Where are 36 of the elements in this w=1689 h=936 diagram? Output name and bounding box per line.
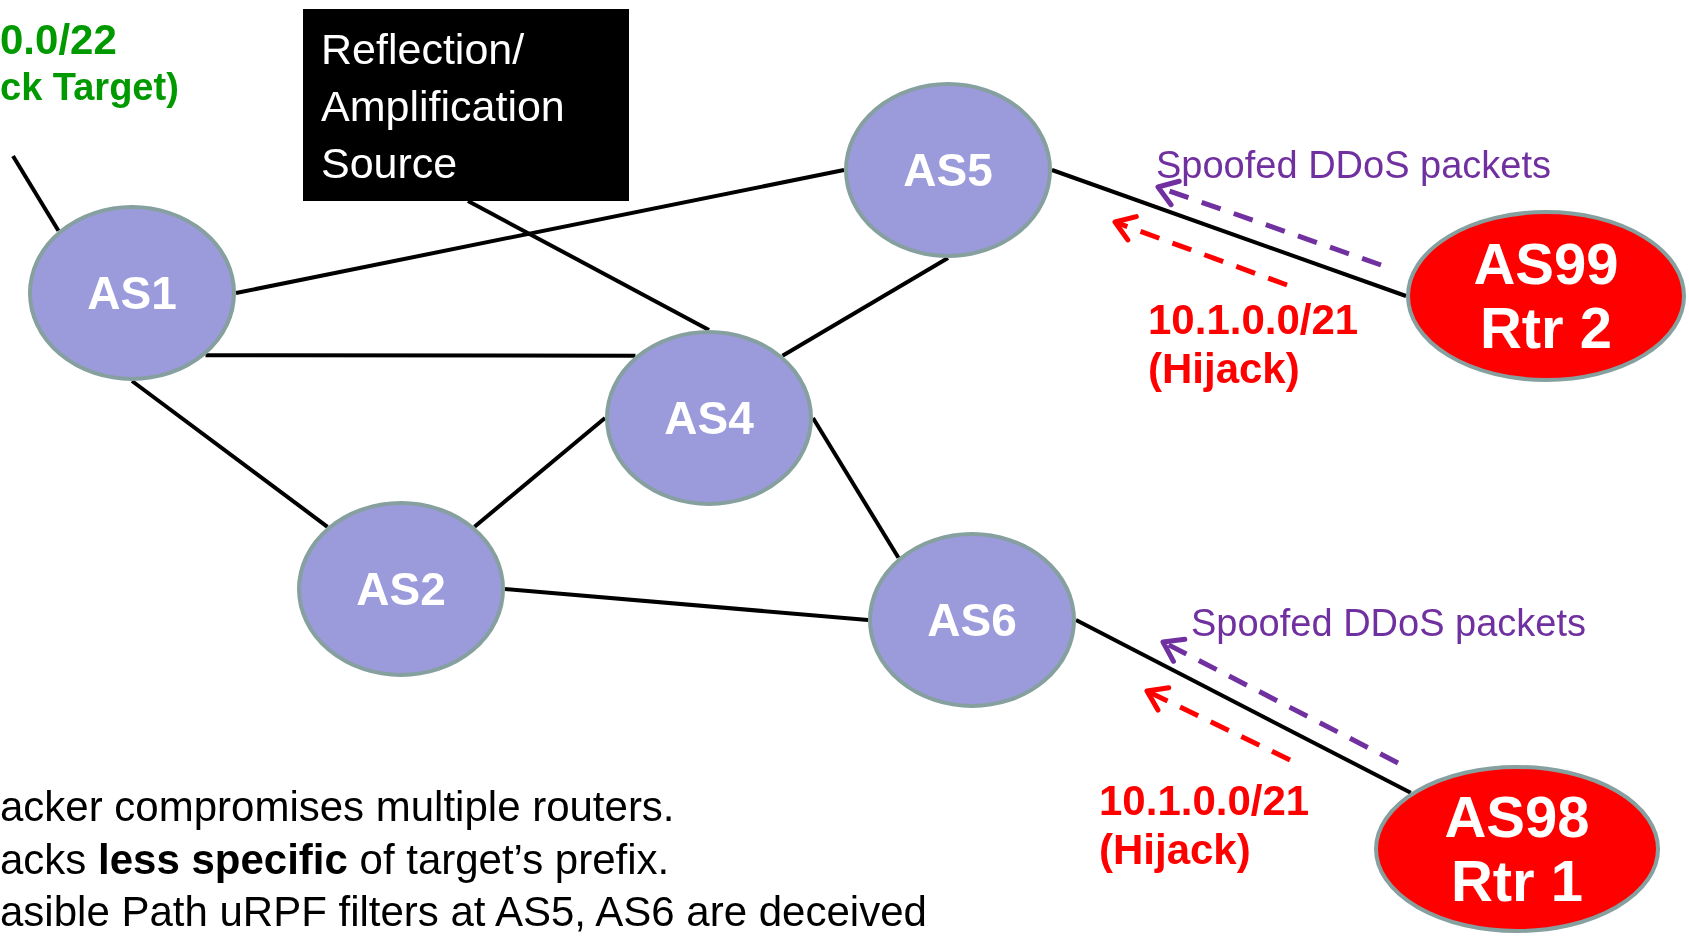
as-ellipse	[28, 205, 236, 381]
connector-line	[811, 416, 901, 559]
as-ellipse	[297, 501, 505, 677]
as-label: AS99 Rtr 2	[1472, 232, 1620, 360]
source-box	[303, 9, 629, 201]
note-text: acker compromises multiple routers.	[0, 782, 675, 831]
as-label: AS5	[903, 144, 993, 196]
as-label: AS4	[664, 392, 754, 444]
as-ellipse	[868, 532, 1076, 708]
as-label: AS6	[927, 594, 1017, 646]
connector-line	[467, 199, 710, 332]
connector-line	[1075, 618, 1412, 795]
packet-label: Spoofed DDoS packets	[1191, 601, 1586, 645]
source-label: Reflection/ Amplification Source	[321, 24, 566, 189]
prefix-label: 0.0/22	[0, 16, 118, 64]
packet-label: Spoofed DDoS packets	[1156, 143, 1551, 187]
connector-line	[473, 416, 607, 529]
connector-line	[1051, 168, 1407, 298]
target-label: ck Target)	[0, 65, 180, 110]
attacker-ellipse	[1406, 210, 1686, 382]
as-label: AS98 Rtr 1	[1443, 785, 1591, 913]
as-label: AS1	[87, 267, 177, 319]
attacker-ellipse	[1374, 765, 1660, 933]
hijack-label: 10.1.0.0/21 (Hijack)	[1148, 295, 1360, 393]
connector-line	[205, 353, 636, 358]
as-label: AS2	[356, 563, 446, 615]
connector-line	[11, 154, 61, 232]
note-text: acks less specific of target’s prefix.	[0, 835, 670, 884]
connector-line	[781, 256, 949, 358]
connector-line	[130, 379, 329, 529]
hijack-label: 10.1.0.0/21 (Hijack)	[1099, 776, 1311, 874]
note-text: asible Path uRPF filters at AS5, AS6 are deceived	[0, 887, 927, 936]
connector-line	[504, 587, 869, 622]
connector-line	[235, 168, 845, 295]
as-ellipse	[605, 330, 813, 506]
as-ellipse	[844, 82, 1052, 258]
